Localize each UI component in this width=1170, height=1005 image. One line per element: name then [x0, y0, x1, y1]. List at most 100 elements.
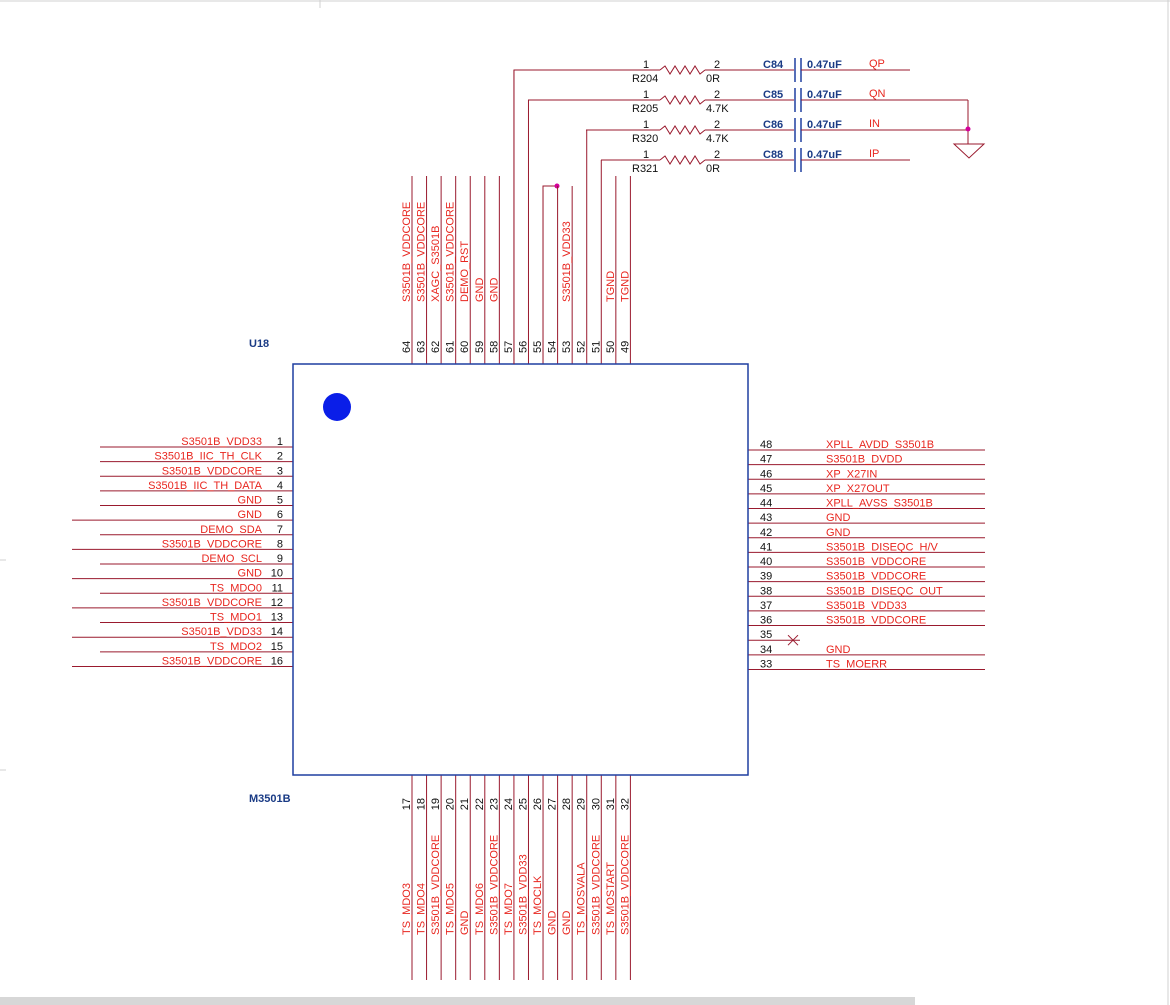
net-label: S3501B_VDD33	[181, 626, 262, 638]
pin-number: 63	[416, 341, 428, 353]
net-label: S3501B_VDDCORE	[401, 202, 413, 302]
pin-number: 10	[271, 568, 283, 580]
net-label: S3501B_VDDCORE	[488, 835, 500, 935]
wires	[542, 183, 560, 364]
net-label: GND	[488, 278, 500, 303]
pin-number: 36	[760, 615, 772, 627]
net-label: S3501B_VDDCORE	[416, 202, 428, 302]
pin-number: 13	[271, 612, 283, 624]
cap-refdes: C88	[763, 149, 783, 161]
res-pin-a: 1	[643, 119, 649, 131]
net-label: GND	[238, 495, 263, 507]
net-label: S3501B_DVDD	[826, 454, 902, 466]
net-label: XPLL_AVDD_S3501B	[826, 439, 934, 451]
net-label: TS_MDO1	[210, 612, 262, 624]
net-label: TS_MDO0	[210, 582, 262, 594]
net-label: S3501B_VDDCORE	[162, 465, 262, 477]
res-value: 0R	[706, 73, 720, 85]
net-label: S3501B_VDD33	[561, 221, 573, 302]
net-label: S3501B_VDD33	[826, 600, 907, 612]
pin-number: 31	[605, 798, 617, 810]
pin-number: 17	[401, 798, 413, 810]
ground-symbol	[952, 100, 986, 159]
pin-number: 14	[271, 626, 283, 638]
pin-number: 16	[271, 655, 283, 667]
pin-number: 28	[561, 798, 573, 810]
pin-number: 54	[547, 341, 559, 353]
net-label: S3501B_VDDCORE	[430, 835, 442, 935]
pin-number: 8	[277, 538, 283, 550]
pin-number: 2	[277, 451, 283, 463]
net-label: TS_MOERR	[826, 658, 887, 670]
pin-number: 61	[445, 341, 457, 353]
pin-number: 37	[760, 600, 772, 612]
pin-number: 51	[590, 341, 602, 353]
net-label: TGND	[619, 271, 631, 302]
net-label: S3501B_VDDCORE	[826, 615, 926, 627]
pin-number: 64	[401, 341, 413, 353]
horizontal-scrollbar[interactable]	[0, 997, 915, 1005]
resistor-symbol	[659, 95, 706, 105]
net-label: S3501B_VDDCORE	[162, 597, 262, 609]
pin-number: 39	[760, 571, 772, 583]
net-label: TS_MDO5	[445, 883, 457, 935]
res-value: 4.7K	[706, 103, 729, 115]
pin-number: 55	[532, 341, 544, 353]
pin-number: 41	[760, 541, 772, 553]
res-value: 4.7K	[706, 133, 729, 145]
net-label: DEMO_SDA	[200, 524, 262, 536]
net-label: S3501B_VDDCORE	[445, 202, 457, 302]
cap-value: 0.47uF	[807, 149, 842, 161]
pin-number: 15	[271, 641, 283, 653]
pin-number: 30	[590, 798, 602, 810]
net-label: S3501B_VDDCORE	[826, 571, 926, 583]
net-label: TS_MDO3	[401, 883, 413, 935]
net-label: TS_MDO4	[416, 883, 428, 935]
net-label: XP_X27OUT	[826, 483, 890, 495]
net-label: GND	[238, 509, 263, 521]
pin-number: 46	[760, 468, 772, 480]
cap-refdes: C85	[763, 89, 783, 101]
pin-number: 19	[430, 798, 442, 810]
pin-number: 33	[760, 658, 772, 670]
pin-number: 4	[277, 480, 283, 492]
resistor-symbol	[659, 125, 706, 135]
chip-body	[292, 363, 749, 776]
res-refdes: R320	[632, 133, 658, 145]
net-label: TS_MOCLK	[532, 875, 544, 935]
net-label: QP	[869, 58, 885, 70]
pin-number: 9	[277, 553, 283, 565]
pin-number: 22	[474, 798, 486, 810]
pin-number: 18	[416, 798, 428, 810]
resistor-symbol	[659, 155, 706, 165]
net-label: XP_X27IN	[826, 468, 877, 480]
cap-value: 0.47uF	[807, 89, 842, 101]
pin-number: 56	[517, 341, 529, 353]
net-label: S3501B_VDDCORE	[619, 835, 631, 935]
res-pin-a: 1	[643, 89, 649, 101]
net-label: TS_MDO2	[210, 641, 262, 653]
cap-refdes: C86	[763, 119, 783, 131]
net-label: QN	[869, 88, 886, 100]
res-pin-b: 2	[714, 149, 720, 161]
net-label: S3501B_IIC_TH_DATA	[148, 480, 263, 492]
net-label: IN	[869, 118, 880, 130]
cap-refdes: C84	[763, 59, 784, 71]
pin-number: 24	[503, 798, 515, 810]
pin-number: 47	[760, 454, 772, 466]
pin-number: 12	[271, 597, 283, 609]
net-label: GND	[474, 278, 486, 303]
no-connect-mark	[787, 634, 799, 646]
pin-number: 26	[532, 798, 544, 810]
pin-number: 59	[474, 341, 486, 353]
pin-number: 45	[760, 483, 772, 495]
net-label: XPLL_AVSS_S3501B	[826, 498, 933, 510]
pin-number: 29	[576, 798, 588, 810]
wire	[513, 69, 660, 364]
pin1-indicator-dot	[323, 393, 351, 421]
pin-number: 32	[619, 798, 631, 810]
